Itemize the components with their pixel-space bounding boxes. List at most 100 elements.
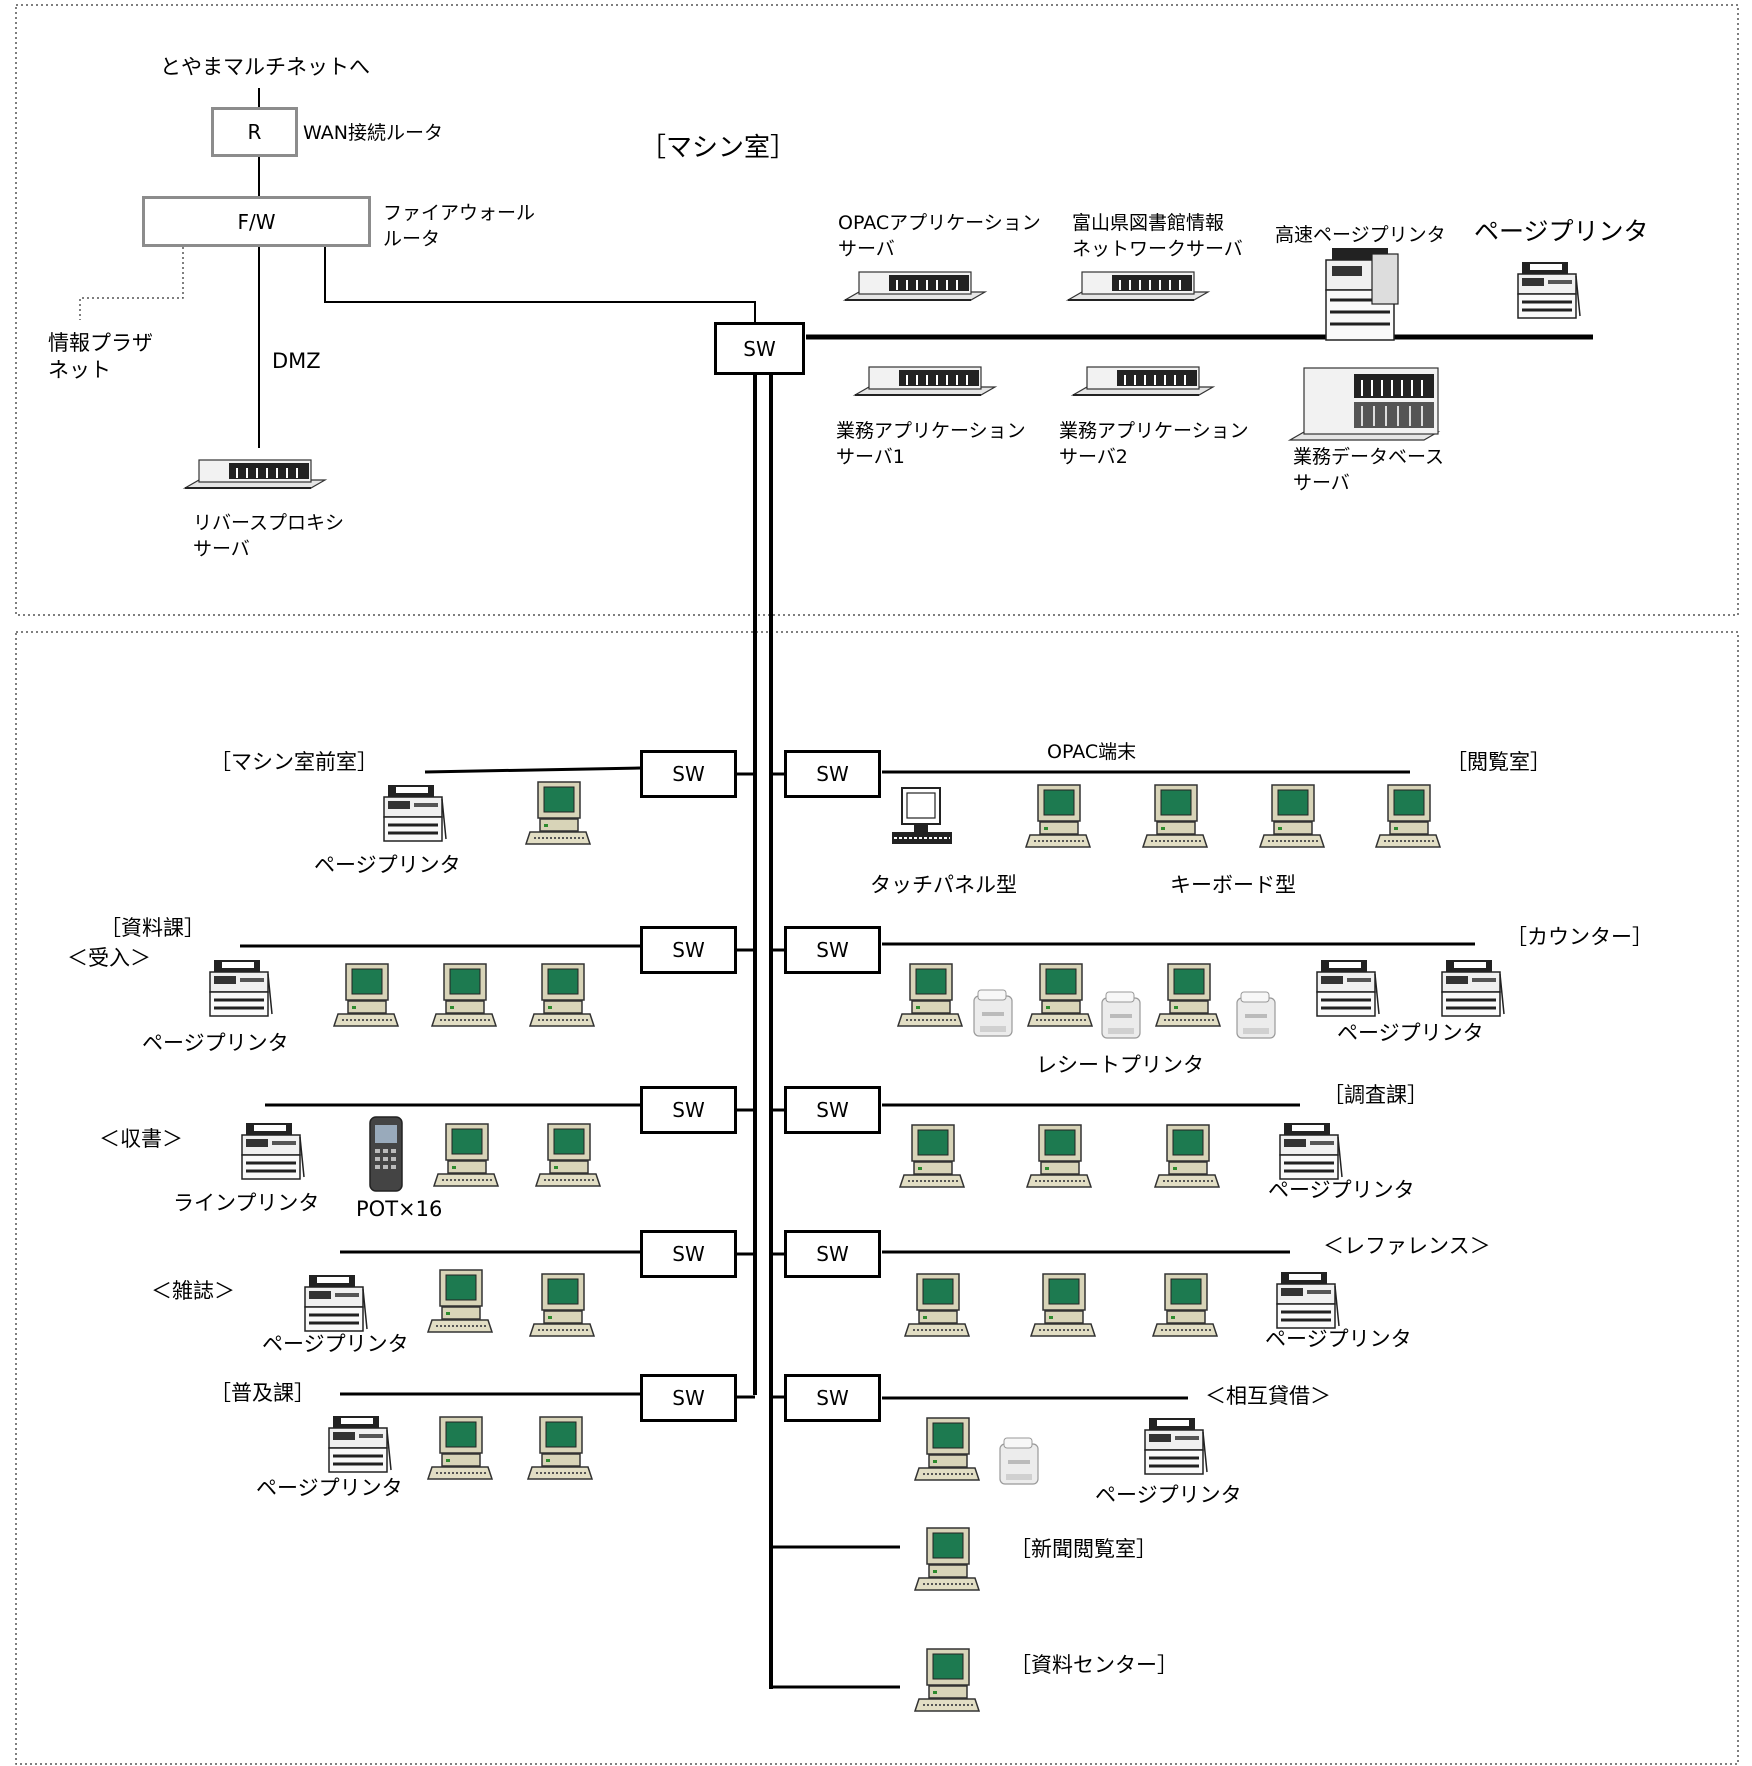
business-app-server-1-icon	[854, 366, 996, 396]
reverse-proxy-label-line: サーバ	[193, 538, 250, 560]
router-box: R	[211, 107, 298, 157]
plaza-link	[79, 247, 184, 320]
pc-icon	[1025, 784, 1091, 848]
pc-icon	[529, 1273, 595, 1337]
pc-icon	[1375, 784, 1441, 848]
page-printer-icon	[382, 783, 448, 843]
switch-label: SW	[816, 1098, 849, 1122]
plaza-label-line: 情報プラザ	[48, 331, 153, 355]
database-server-label: 業務データベース サーバ	[1293, 444, 1444, 496]
switch: SW	[640, 750, 737, 798]
page-printer-label: ページプリンタ	[1337, 1021, 1484, 1045]
machine-front-room-label: ［マシン室前室］	[210, 750, 378, 774]
page-printer-icon	[1516, 260, 1582, 320]
switch-label: SW	[672, 1386, 705, 1410]
page-printer-label: ページプリンタ	[262, 1332, 409, 1356]
business-app-server-2-label-line: サーバ2	[1059, 446, 1128, 468]
acceptance-label: ＜受入＞	[67, 946, 151, 970]
opac-server-label-line: OPACアプリケーション	[838, 212, 1041, 234]
pc-icon	[1030, 1273, 1096, 1337]
page-printer-label: ページプリンタ	[256, 1476, 403, 1500]
pc-icon	[1154, 1124, 1220, 1188]
pc-icon	[914, 1417, 980, 1481]
reverse-proxy-server-icon	[184, 459, 326, 489]
switch: SW	[640, 1374, 737, 1422]
business-app-server-2-icon	[1072, 366, 1214, 396]
switch-label: SW	[816, 1242, 849, 1266]
switch-label: SW	[816, 1386, 849, 1410]
reverse-proxy-label: リバースプロキシ サーバ	[193, 510, 344, 562]
business-app-server-2-label: 業務アプリケーション サーバ2	[1059, 418, 1249, 470]
touch-panel-label: タッチパネル型	[870, 873, 1017, 897]
business-app-server-2-label-line: 業務アプリケーション	[1059, 420, 1249, 442]
core-switch: SW	[714, 322, 805, 375]
pc-icon	[897, 963, 963, 1027]
pot-handheld-icon	[369, 1116, 403, 1192]
business-app-server-1-label-line: サーバ1	[836, 446, 905, 468]
receipt-printer-icon	[999, 1437, 1039, 1485]
database-server-label-line: サーバ	[1293, 472, 1350, 494]
reading-room-label: ［閲覧室］	[1446, 750, 1551, 774]
router-label: WAN接続ルータ	[303, 122, 443, 144]
line-printer-icon	[240, 1121, 306, 1181]
counter-label: ［カウンター］	[1506, 925, 1653, 949]
pc-icon	[1259, 784, 1325, 848]
switch: SW	[784, 926, 881, 974]
switch: SW	[784, 750, 881, 798]
page-printer-label: ページプリンタ	[1265, 1327, 1412, 1351]
plaza-label: 情報プラザ ネット	[48, 330, 153, 384]
switch-label: SW	[816, 938, 849, 962]
dmz-label: DMZ	[272, 349, 321, 373]
library-net-server-label-line: ネットワークサーバ	[1072, 238, 1243, 260]
page-printer-icon	[1278, 1121, 1344, 1181]
core-switch-label: SW	[743, 336, 776, 361]
floor-boundary	[15, 631, 1739, 1765]
reference-label: ＜レファレンス＞	[1323, 1234, 1491, 1258]
receipt-printer-icon	[1236, 991, 1276, 1039]
materials-center-label: ［資料センター］	[1010, 1653, 1178, 1677]
switch-label: SW	[672, 762, 705, 786]
pc-icon	[529, 963, 595, 1027]
business-app-server-1-label: 業務アプリケーション サーバ1	[836, 418, 1026, 470]
opac-server-label-line: サーバ	[838, 238, 895, 260]
fast-printer-label: 高速ページプリンタ	[1275, 224, 1446, 246]
newspaper-room-label: ［新聞閲覧室］	[1010, 1537, 1157, 1561]
switch: SW	[640, 1230, 737, 1278]
page-printer-label: ページプリンタ	[1268, 1178, 1415, 1202]
firewall-label: ファイアウォール ルータ	[383, 200, 535, 252]
machine-room-title: ［マシン室］	[640, 133, 797, 163]
reverse-proxy-label-line: リバースプロキシ	[193, 512, 345, 534]
to-multinet-label: とやまマルチネットへ	[160, 55, 370, 79]
pc-icon	[1026, 1124, 1092, 1188]
switch-label: SW	[672, 1242, 705, 1266]
pc-icon	[427, 1416, 493, 1480]
switch: SW	[784, 1230, 881, 1278]
database-server-label-line: 業務データベース	[1293, 446, 1445, 468]
page-printer-icon	[1315, 958, 1381, 1018]
page-printer-label: ページプリンタ	[1474, 217, 1649, 246]
library-net-server-label-line: 富山県図書館情報	[1072, 212, 1225, 234]
switch: SW	[640, 926, 737, 974]
pc-icon	[535, 1123, 601, 1187]
receipt-printer-label: レシートプリンタ	[1036, 1053, 1204, 1077]
database-server-icon	[1287, 367, 1441, 441]
pot-label: POT×16	[356, 1197, 443, 1221]
switch-label: SW	[672, 938, 705, 962]
switch: SW	[784, 1374, 881, 1422]
page-printer-icon	[303, 1273, 369, 1333]
touch-panel-terminal-icon	[892, 787, 952, 844]
pc-icon	[1155, 963, 1221, 1027]
opac-server-label: OPACアプリケーション サーバ	[838, 210, 1041, 262]
magazines-label: ＜雑誌＞	[151, 1279, 235, 1303]
page-printer-label: ページプリンタ	[142, 1031, 289, 1055]
page-printer-label: ページプリンタ	[1095, 1483, 1242, 1507]
pc-icon	[1152, 1273, 1218, 1337]
switch: SW	[640, 1086, 737, 1134]
receipt-printer-icon	[973, 989, 1013, 1037]
firewall-label-line: ルータ	[383, 228, 441, 250]
receipt-printer-icon	[1101, 991, 1141, 1039]
pc-icon	[427, 1269, 493, 1333]
pc-icon	[914, 1648, 980, 1712]
opac-server-icon	[844, 271, 986, 301]
